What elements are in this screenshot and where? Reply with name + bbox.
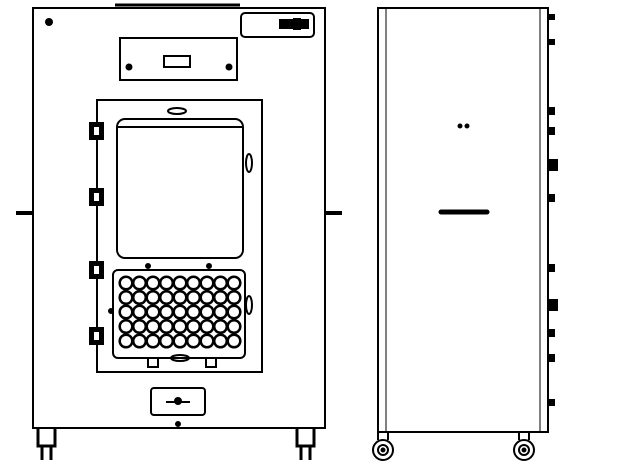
glove-port bbox=[199, 333, 215, 349]
door-hinges bbox=[89, 122, 104, 345]
front-cabinet-outline bbox=[32, 7, 326, 429]
panel-slot bbox=[163, 55, 191, 68]
glove-port bbox=[185, 289, 202, 306]
glove-port bbox=[145, 275, 161, 291]
glove-port bbox=[118, 275, 134, 291]
door bbox=[96, 99, 263, 373]
glove-port bbox=[158, 304, 175, 320]
side-fitting bbox=[547, 159, 558, 171]
glove-port bbox=[212, 289, 229, 306]
glove-port bbox=[131, 333, 148, 349]
glove-port bbox=[199, 304, 215, 320]
indicator-icon bbox=[301, 19, 309, 29]
side-fitting bbox=[547, 264, 555, 272]
glove-port bbox=[131, 275, 148, 291]
glove-port bbox=[131, 318, 148, 335]
glove-port bbox=[226, 304, 242, 320]
glove-port bbox=[172, 275, 188, 291]
control-panel bbox=[240, 12, 315, 38]
side-fitting bbox=[547, 14, 555, 20]
glove-port bbox=[172, 289, 188, 306]
bottom-latch-icon bbox=[170, 354, 190, 362]
glove-port bbox=[226, 289, 242, 306]
glove-port bbox=[131, 304, 148, 320]
glove-port bbox=[158, 333, 175, 349]
glove-port bbox=[145, 289, 161, 306]
glove-port bbox=[118, 289, 134, 306]
front-casters bbox=[36, 428, 316, 460]
top-latch-icon bbox=[167, 107, 187, 115]
glove-port bbox=[118, 304, 134, 320]
upper-access-panel bbox=[119, 37, 238, 81]
switch-icon bbox=[279, 19, 294, 29]
side-fitting bbox=[547, 127, 555, 135]
glove-port bbox=[145, 318, 161, 335]
glove-port bbox=[131, 289, 148, 306]
glove-port bbox=[199, 289, 215, 306]
glove-port bbox=[118, 318, 134, 335]
glove-port bbox=[158, 289, 175, 306]
glove-port bbox=[212, 318, 229, 335]
button-icon bbox=[293, 18, 301, 30]
glove-port bbox=[145, 333, 161, 349]
glove-port bbox=[185, 275, 202, 291]
glove-port bbox=[226, 333, 242, 349]
glove-port bbox=[145, 304, 161, 320]
glove-port bbox=[172, 333, 188, 349]
side-fitting bbox=[547, 354, 555, 362]
front-view bbox=[16, 3, 342, 460]
glove-port bbox=[172, 318, 188, 335]
side-fitting bbox=[547, 299, 558, 311]
glove-port-grid bbox=[118, 275, 242, 349]
glove-port bbox=[199, 318, 215, 335]
viewing-window bbox=[116, 118, 244, 259]
glove-port bbox=[212, 304, 229, 320]
side-fitting bbox=[547, 399, 555, 406]
side-fitting bbox=[547, 107, 555, 115]
glove-port bbox=[185, 333, 202, 349]
side-fitting bbox=[547, 194, 555, 202]
glove-port bbox=[158, 318, 175, 335]
side-fitting bbox=[547, 39, 555, 45]
glove-port bbox=[199, 275, 215, 291]
lower-access-panel bbox=[150, 387, 206, 427]
side-fitting bbox=[547, 329, 555, 337]
glove-port bbox=[172, 304, 188, 320]
corner-dot bbox=[45, 18, 53, 26]
glove-port bbox=[118, 333, 134, 349]
glove-port bbox=[185, 304, 202, 320]
glove-port bbox=[212, 333, 229, 349]
lower-handle-icon bbox=[245, 295, 253, 315]
side-casters bbox=[372, 432, 535, 461]
door-handle-icon bbox=[245, 153, 253, 173]
glove-port bbox=[212, 275, 229, 291]
side-view bbox=[372, 7, 558, 461]
glove-port bbox=[226, 275, 242, 291]
side-fittings bbox=[547, 14, 558, 406]
glove-port bbox=[226, 318, 242, 335]
glove-port bbox=[158, 275, 175, 291]
glove-port-panel bbox=[112, 269, 246, 359]
glove-port bbox=[185, 318, 202, 335]
side-cabinet-outline bbox=[377, 7, 549, 433]
